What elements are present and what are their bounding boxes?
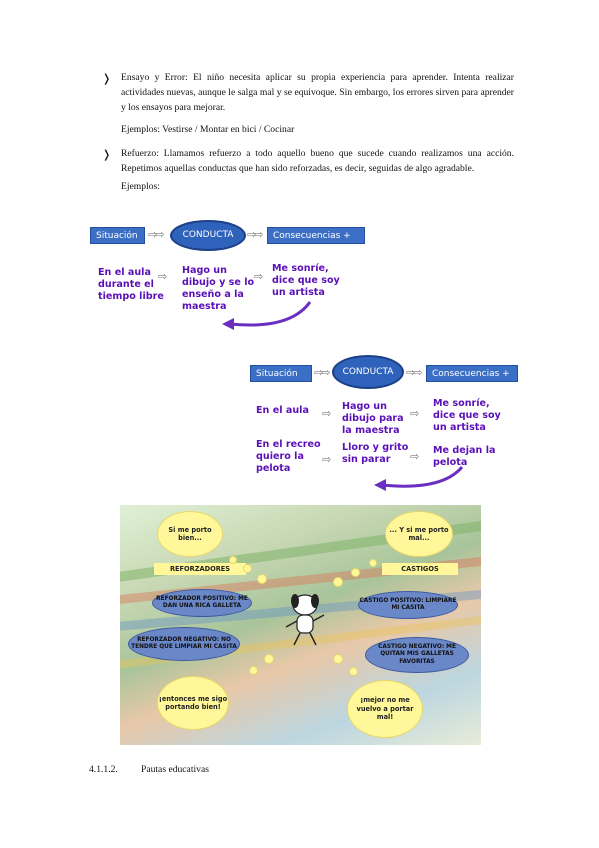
thought-dot [230, 557, 236, 563]
bullet-marker: ❭ [102, 149, 112, 161]
consequences-header: Consecuencias + [267, 227, 365, 244]
arrow-icon: ⇨⇨ [406, 366, 423, 379]
section-title: Pautas educativas [141, 764, 209, 775]
consequences-header: Consecuencias + [426, 365, 518, 382]
thought-dot [352, 569, 359, 576]
paragraph-ensayo-error: Ensayo y Error: El niño necesita aplicar… [121, 72, 514, 113]
situation-text: En el aula [256, 405, 309, 416]
arrow-icon: ⇨ [410, 450, 419, 463]
positive-reinforcer-bubble: REFORZADOR POSITIVO: ME DAN UNA RICA GAL… [152, 589, 252, 617]
thought-cloud: ... Y si me porto mal... [386, 512, 452, 556]
situation-text: En el recreo quiero la pelota [256, 439, 321, 474]
arrow-icon: ⇨⇨ [247, 228, 264, 241]
thought-dot [258, 575, 266, 583]
thought-dot [370, 560, 376, 566]
arrow-icon: ⇨ [410, 407, 419, 420]
diagram-behavior-2: Situación ⇨⇨ CONDUCTA ⇨⇨ Consecuencias +… [250, 355, 518, 495]
diagram-behavior-1: Situación ⇨⇨ CONDUCTA ⇨⇨ Consecuencias +… [90, 220, 365, 330]
example-line: Ejemplos: Vestirse / Montar en bici / Co… [121, 124, 295, 135]
conduct-oval: CONDUCTA [332, 355, 404, 389]
section-number: 4.1.1.2. [89, 764, 118, 775]
return-arrow-icon [374, 465, 464, 491]
arrow-icon: ⇨ [322, 407, 331, 420]
situation-header: Situación [90, 227, 145, 244]
conduct-text: Hago un dibujo para la maestra [342, 401, 404, 436]
consequence-text: Me sonríe, dice que soy un artista [272, 263, 340, 298]
character-illustration [285, 594, 325, 646]
thought-cloud: ¡entonces me sigo portando bien! [158, 677, 228, 729]
negative-reinforcer-bubble: REFORZADOR NEGATIVO: NO TENDRE QUE LIMPI… [128, 627, 240, 661]
thought-dot [334, 578, 342, 586]
arrow-icon: ⇨ [254, 270, 263, 283]
thought-dot [244, 565, 251, 572]
arrow-icon: ⇨⇨ [148, 228, 165, 241]
arrow-icon: ⇨ [322, 453, 331, 466]
conduct-oval: CONDUCTA [170, 220, 246, 251]
situation-header: Situación [250, 365, 312, 382]
thought-dot [250, 667, 257, 674]
reinforcement-poster: Si me porto bien... ... Y si me porto ma… [120, 505, 481, 745]
thought-dot [265, 655, 273, 663]
positive-punishment-bubble: CASTIGO POSITIVO: LIMPIARE MI CASITA [358, 591, 458, 619]
thought-dot [350, 668, 357, 675]
example-label: Ejemplos: [121, 181, 160, 192]
consequence-text: Me dejan la pelota [433, 445, 496, 468]
label-castigos: CASTIGOS [382, 563, 458, 575]
return-arrow-icon [222, 301, 312, 330]
bullet-marker: ❭ [102, 73, 112, 85]
thought-dot [334, 655, 342, 663]
consequence-text: Me sonríe, dice que soy un artista [433, 398, 501, 433]
negative-punishment-bubble: CASTIGO NEGATIVO: ME QUITAN MIS GALLETAS… [365, 637, 469, 673]
paragraph-refuerzo: Refuerzo: Llamamos refuerzo a todo aquel… [121, 148, 514, 174]
thought-cloud: ¡mejor no me vuelvo a portar mal! [348, 681, 422, 737]
label-reforzadores: REFORZADORES [154, 563, 246, 575]
arrow-icon: ⇨⇨ [314, 366, 331, 379]
arrow-icon: ⇨ [158, 270, 167, 283]
conduct-text: Lloro y grito sin parar [342, 442, 409, 465]
thought-cloud: Si me porto bien... [158, 512, 222, 556]
conduct-text: Hago un dibujo y se lo enseño a la maest… [182, 265, 255, 312]
situation-text: En el aula durante el tiempo libre [98, 267, 164, 302]
